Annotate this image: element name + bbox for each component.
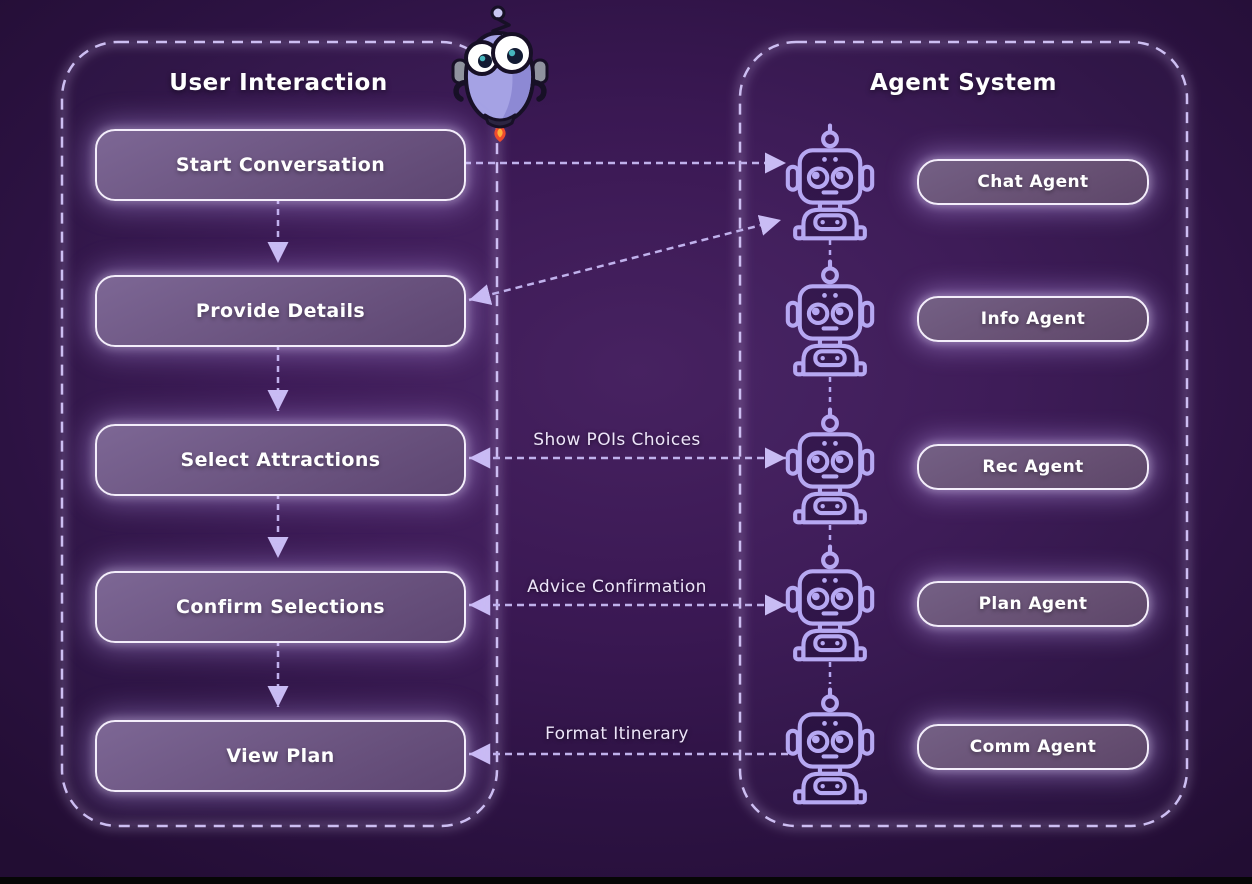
connection-label-itinerary: Format Itinerary <box>545 724 689 744</box>
connection-label-advice: Advice Confirmation <box>527 577 707 597</box>
agent-label: Rec Agent <box>982 457 1084 477</box>
agent-label: Comm Agent <box>969 737 1097 757</box>
mascot-robot-icon <box>451 5 549 142</box>
step-label: Start Conversation <box>175 154 386 176</box>
step-view-plan: View Plan <box>95 720 466 792</box>
agent-pill-chat: Chat Agent <box>917 159 1149 205</box>
step-select-attractions: Select Attractions <box>95 424 466 496</box>
agent-label: Chat Agent <box>977 172 1089 192</box>
agent-pill-comm: Comm Agent <box>917 724 1149 770</box>
connection-label-pois: Show POIs Choices <box>533 430 701 450</box>
agent-pill-info: Info Agent <box>917 296 1149 342</box>
connection-arrows <box>464 152 792 765</box>
user-panel-border <box>60 40 499 828</box>
agent-panel-title: Agent System <box>869 70 1058 96</box>
robot-icon-info <box>784 256 876 377</box>
agent-panel-border <box>738 40 1189 828</box>
robot-icon-chat <box>784 120 876 241</box>
agent-pill-rec: Rec Agent <box>917 444 1149 490</box>
agent-system-panel: Agent System <box>740 42 1187 826</box>
robot-icon-comm <box>784 684 876 805</box>
agent-label: Plan Agent <box>978 594 1088 614</box>
robot-icon-plan <box>784 541 876 662</box>
user-panel-title: User Interaction <box>169 70 388 96</box>
step-label: Confirm Selections <box>175 596 385 618</box>
robot-icon-rec <box>784 404 876 525</box>
user-interaction-panel: User Interaction <box>62 42 497 826</box>
step-label: Select Attractions <box>180 449 381 471</box>
arrow-chat-to-details <box>468 214 782 306</box>
step-label: Provide Details <box>195 300 366 322</box>
agent-label: Info Agent <box>980 309 1086 329</box>
step-label: View Plan <box>226 745 335 767</box>
step-provide-details: Provide Details <box>95 275 466 347</box>
bottom-black-bar <box>0 877 1252 884</box>
step-start-conversation: Start Conversation <box>95 129 466 201</box>
step-confirm-selections: Confirm Selections <box>95 571 466 643</box>
agent-pill-plan: Plan Agent <box>917 581 1149 627</box>
